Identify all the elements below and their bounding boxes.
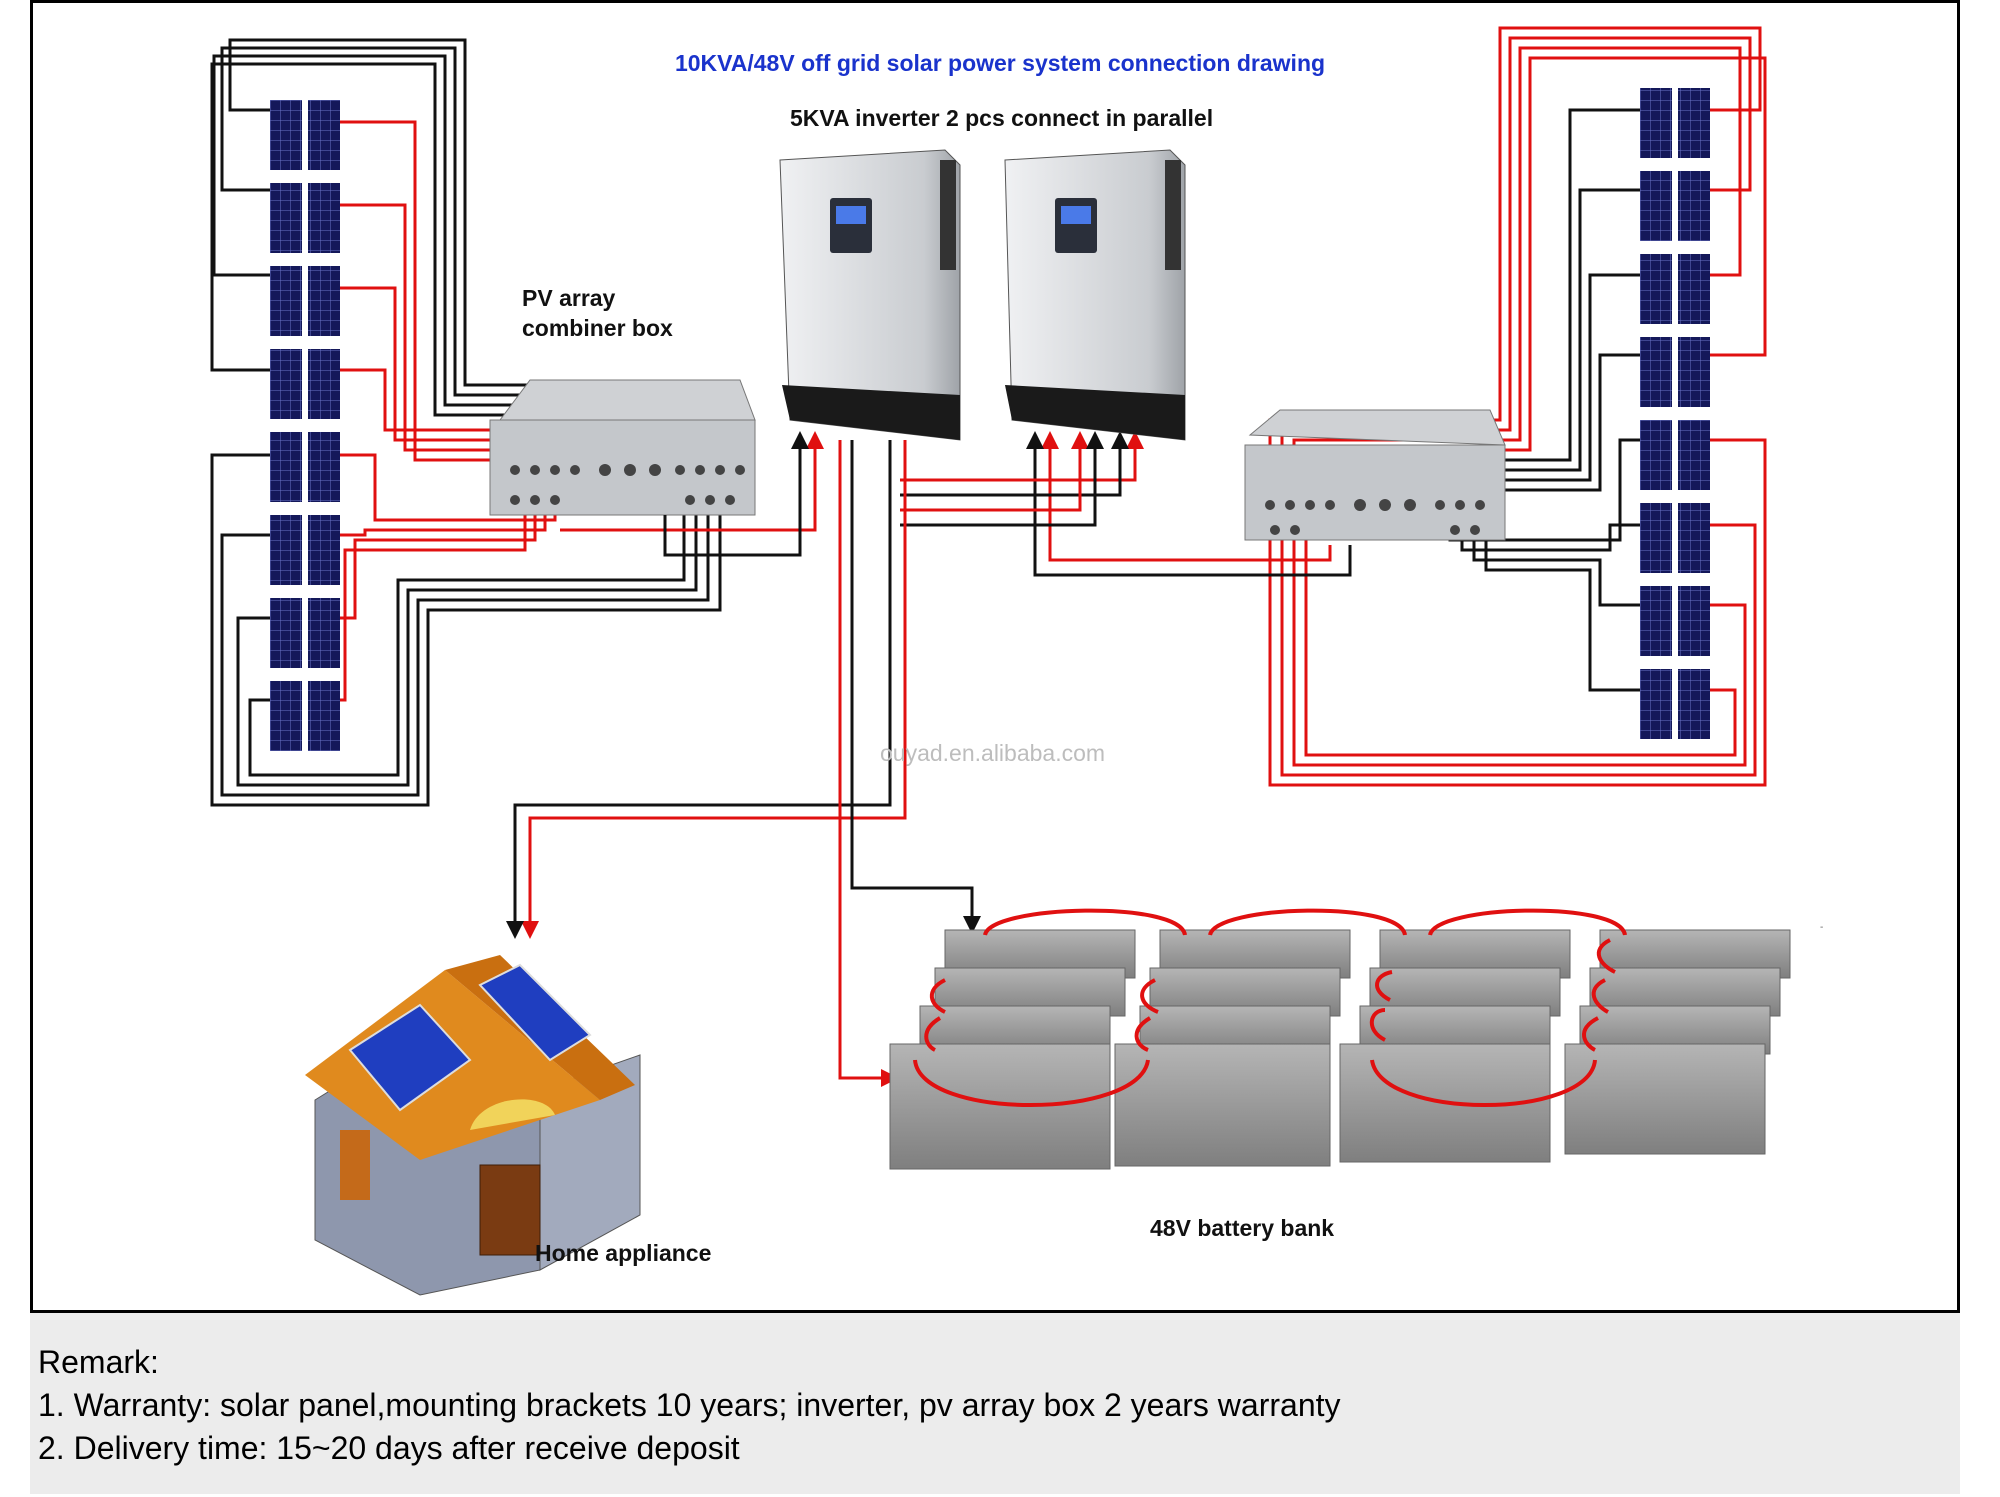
left-combiner-box [489,379,756,516]
watermark: ouyad.en.alibaba.com [880,740,1106,766]
remark-line-warranty: 1. Warranty: solar panel,mounting bracke… [38,1387,1341,1423]
left-pv-array [210,38,756,807]
right-array-negative-wires [1448,108,1640,692]
inverter-right [1004,149,1186,441]
right-combiner-box [1244,409,1506,541]
solar-panel-icon [1640,88,1710,739]
solar-panel-icon [270,100,340,751]
battery-caption: 48V battery bank [1150,1215,1335,1241]
remark-heading: Remark: [38,1344,159,1380]
remark-panel: Remark: 1. Warranty: solar panel,mountin… [30,1310,1960,1494]
connection-diagram: - [210,26,1823,1296]
battery-series-links [913,908,1627,1107]
remark-line-delivery: 2. Delivery time: 15~20 days after recei… [38,1430,740,1466]
inverter-caption: 5KVA inverter 2 pcs connect in parallel [790,105,1214,131]
door-icon [479,1164,541,1256]
inverter-to-battery-wires [838,440,981,1087]
home-caption: Home appliance [535,1240,712,1266]
window-icon [340,1130,370,1200]
inverter-to-home-wires [506,440,907,939]
inverter-left [779,149,961,441]
pv-box-caption: PV array combiner box [522,285,673,341]
diagram-title: 10KVA/48V off grid solar power system co… [674,50,1326,76]
battery-icon [889,929,1791,1170]
right-pv-array [1244,26,1767,787]
home-icon [305,955,645,1296]
battery-bank [889,908,1791,1170]
stray-mark: - [1820,922,1823,933]
combiner-to-inverter-wires [560,431,1352,577]
